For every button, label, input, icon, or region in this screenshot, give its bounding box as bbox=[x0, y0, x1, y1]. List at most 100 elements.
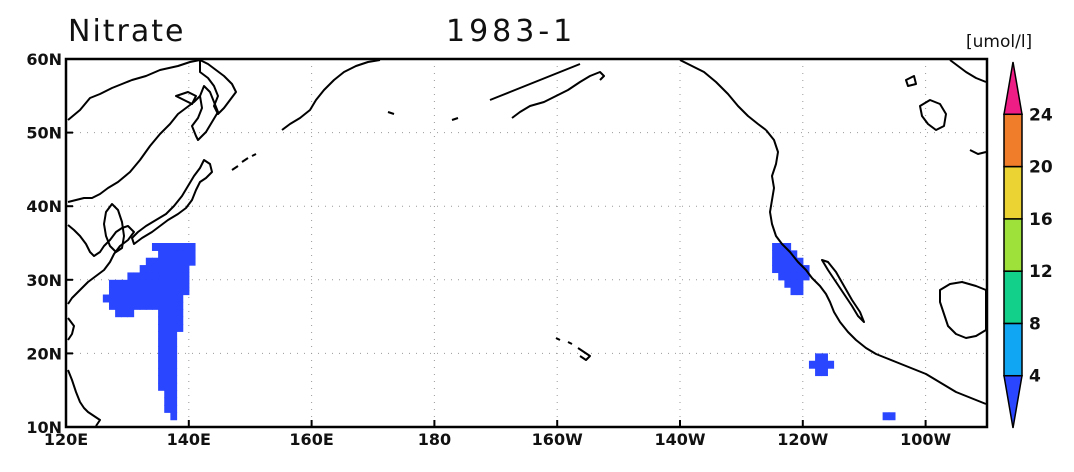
nitrate-cell bbox=[115, 279, 122, 288]
nitrate-cell bbox=[151, 257, 159, 266]
nitrate-cell bbox=[796, 279, 804, 288]
nitrate-cell bbox=[158, 368, 165, 377]
nitrate-cell bbox=[164, 360, 171, 369]
nitrate-cell bbox=[784, 257, 792, 266]
nitrate-cell bbox=[888, 412, 896, 421]
nitrate-cell bbox=[158, 309, 165, 318]
nitrate-cell bbox=[139, 301, 147, 310]
nitrate-cell bbox=[778, 250, 785, 259]
nitrate-cell bbox=[796, 287, 804, 296]
nitrate-cell bbox=[188, 257, 196, 266]
nitrate-cell bbox=[127, 309, 135, 318]
x-tick-label: 180 bbox=[418, 430, 451, 449]
nitrate-cell bbox=[784, 250, 792, 259]
nitrate-cell bbox=[139, 287, 147, 296]
nitrate-cell bbox=[127, 272, 135, 281]
nitrate-cell bbox=[145, 279, 153, 288]
nitrate-cell bbox=[151, 287, 159, 296]
nitrate-field bbox=[102, 243, 896, 421]
nitrate-cell bbox=[164, 397, 171, 406]
nitrate-cell bbox=[133, 279, 141, 288]
nitrate-cell bbox=[164, 243, 171, 251]
kamchatka-coastline bbox=[199, 59, 257, 171]
canada-coastline bbox=[905, 75, 987, 155]
nitrate-cell bbox=[170, 353, 178, 362]
nitrate-cell bbox=[170, 279, 178, 288]
nitrate-cell bbox=[158, 323, 165, 332]
nitrate-cell bbox=[145, 301, 153, 310]
x-tick-label: 140E bbox=[167, 430, 211, 449]
coastlines bbox=[67, 59, 987, 427]
nitrate-cell bbox=[158, 331, 165, 340]
nitrate-cell bbox=[164, 265, 171, 274]
nitrate-cell bbox=[151, 272, 159, 281]
nitrate-cell bbox=[164, 390, 171, 399]
nitrate-cell bbox=[170, 294, 178, 303]
period-title: 1983-1 bbox=[446, 14, 577, 49]
y-tick-label: 60N bbox=[26, 50, 62, 69]
nitrate-cell bbox=[158, 265, 165, 274]
colorbar-label: 16 bbox=[1029, 210, 1053, 230]
nitrate-cell bbox=[802, 272, 810, 281]
colorbar-segment bbox=[1003, 270, 1023, 325]
x-tick-label: 160E bbox=[289, 430, 333, 449]
nitrate-cell bbox=[115, 294, 122, 303]
nitrate-cell bbox=[778, 272, 785, 281]
nitrate-cell bbox=[170, 338, 178, 347]
nitrate-cell bbox=[778, 257, 785, 266]
nitrate-cell bbox=[790, 265, 798, 274]
nitrate-cell bbox=[127, 279, 135, 288]
nitrate-cell bbox=[158, 360, 165, 369]
nitrate-cell bbox=[778, 265, 785, 274]
nitrate-cell bbox=[784, 265, 792, 274]
nitrate-cell bbox=[796, 265, 804, 274]
nitrate-cell bbox=[170, 397, 178, 406]
nitrate-cell bbox=[139, 272, 147, 281]
nitrate-cell bbox=[176, 243, 184, 251]
nitrate-cell bbox=[145, 287, 153, 296]
x-tick-label: 100W bbox=[900, 430, 951, 449]
nitrate-cell bbox=[158, 346, 165, 354]
nitrate-cell bbox=[170, 243, 178, 251]
nitrate-cell bbox=[784, 272, 792, 281]
nitrate-cell bbox=[170, 265, 178, 274]
nitrate-cell bbox=[164, 353, 171, 362]
nitrate-cell bbox=[170, 404, 178, 413]
nitrate-cell bbox=[176, 316, 184, 325]
nitrate-cell bbox=[164, 382, 171, 391]
nitrate-cell bbox=[182, 257, 190, 266]
nitrate-cell bbox=[772, 243, 779, 251]
nitrate-cell bbox=[108, 287, 116, 296]
x-tick-label: 120E bbox=[44, 430, 88, 449]
nitrate-cell bbox=[139, 279, 147, 288]
nitrate-cell bbox=[164, 272, 171, 281]
nitrate-cell bbox=[182, 279, 190, 288]
nitrate-cell bbox=[158, 279, 165, 288]
nitrate-cell bbox=[158, 294, 165, 303]
nitrate-cell bbox=[133, 294, 141, 303]
nitrate-cell bbox=[882, 412, 890, 421]
nitrate-cell bbox=[158, 257, 165, 266]
nitrate-cell bbox=[176, 309, 184, 318]
nitrate-cell bbox=[176, 279, 184, 288]
nitrate-cell bbox=[182, 287, 190, 296]
nitrate-cell bbox=[170, 360, 178, 369]
nitrate-cell bbox=[164, 294, 171, 303]
nitrate-cell bbox=[108, 279, 116, 288]
nitrate-cell bbox=[133, 301, 141, 310]
nitrate-cell bbox=[121, 279, 128, 288]
nitrate-cell bbox=[164, 338, 171, 347]
nitrate-cell bbox=[121, 309, 128, 318]
nitrate-cell bbox=[164, 287, 171, 296]
nitrate-cell bbox=[176, 294, 184, 303]
nitrate-cell bbox=[102, 294, 110, 303]
nitrate-cell bbox=[127, 301, 135, 310]
nitrate-cell bbox=[170, 250, 178, 259]
nitrate-cell bbox=[139, 294, 147, 303]
nitrate-cell bbox=[158, 301, 165, 310]
colorbar-segment bbox=[1003, 113, 1023, 168]
